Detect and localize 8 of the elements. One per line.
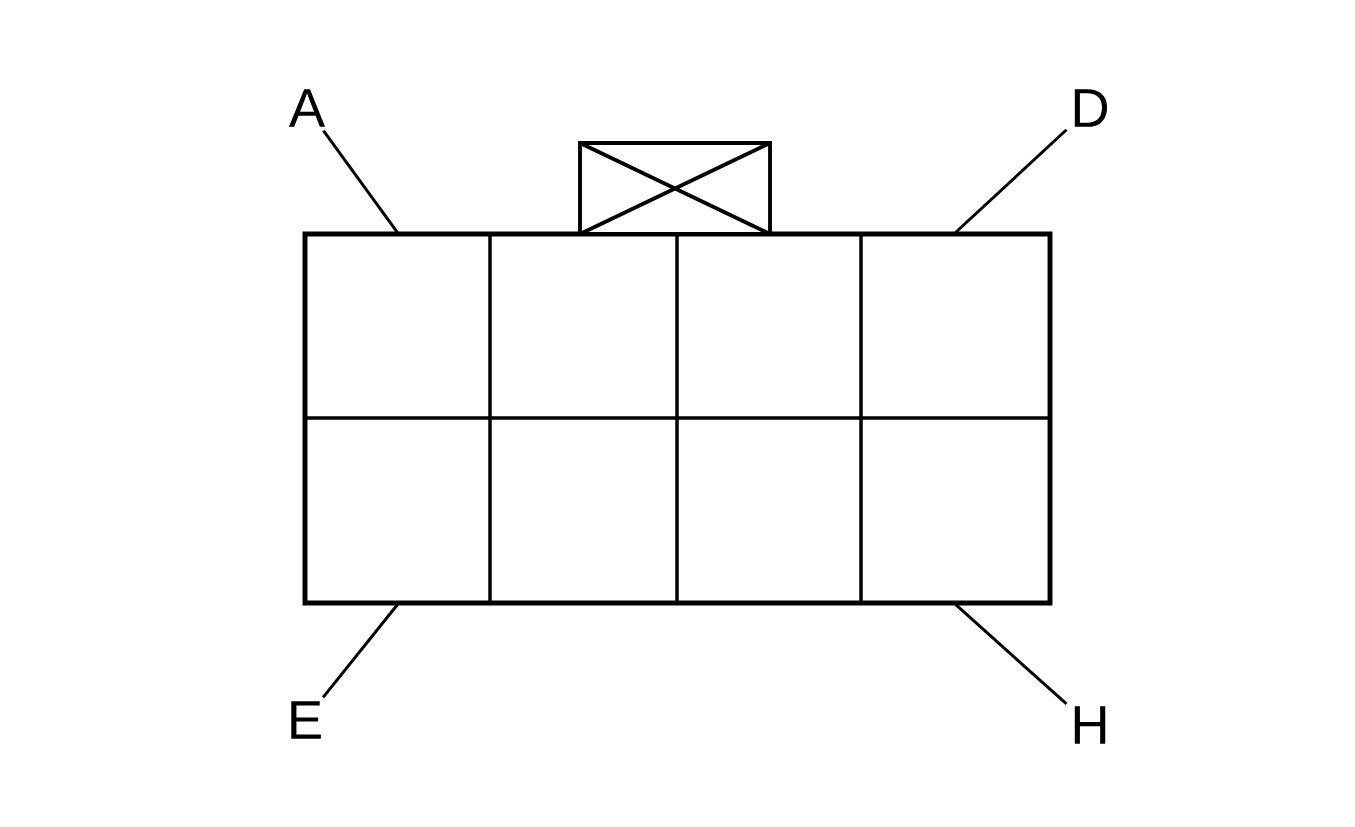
leader-line [954,128,1068,234]
callout-letter: H [1074,706,1106,744]
leader-line [954,603,1068,706]
leader-line [321,603,399,699]
callout-letter: E [291,701,321,739]
leader-line [322,129,399,234]
callout-letter: D [1074,89,1108,127]
callout-letter: A [288,89,326,127]
